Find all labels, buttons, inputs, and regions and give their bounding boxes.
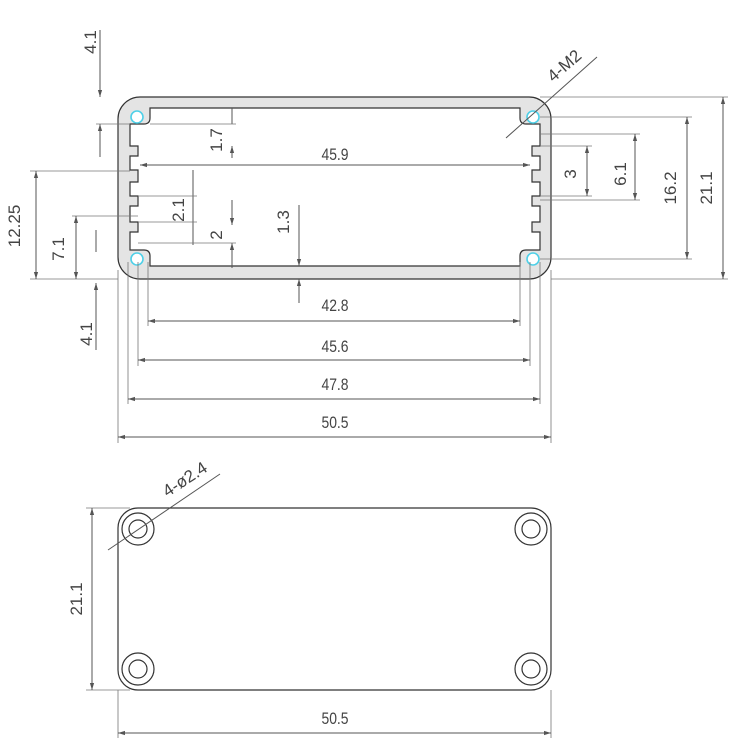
profile-inner-cavity <box>129 107 541 267</box>
thread-hole-top-right <box>526 110 540 124</box>
mount-hole-bottom-right-inner <box>521 659 541 679</box>
dim-top-offset: 4.1 <box>81 30 100 54</box>
mount-hole-top-left-inner <box>128 519 148 539</box>
dim-wall-1-3: 1.3 <box>274 210 293 234</box>
dim-inner-42-8: 42.8 <box>321 297 348 316</box>
dim-bottom-offset: 4.1 <box>77 322 96 346</box>
dim-slot-6-1: 6.1 <box>611 162 630 186</box>
callout-thread-4-m2: 4-M2 <box>544 46 586 86</box>
end-plate-outline <box>117 507 552 691</box>
dim-span-47-8: 47.8 <box>321 376 348 395</box>
dim-height-12-25: 12.25 <box>5 205 24 248</box>
dim-height-21-1: 21.1 <box>697 171 716 204</box>
end-plate <box>117 507 552 691</box>
dim-height-16-2: 16.2 <box>661 171 680 204</box>
dim-slot-1-7: 1.7 <box>207 128 226 152</box>
dim-slot-3: 3 <box>561 169 580 178</box>
dim-width-50-5: 50.5 <box>321 414 348 433</box>
mount-hole-bottom-left-inner <box>128 659 148 679</box>
dim-span-45-6: 45.6 <box>321 338 348 357</box>
profile-dimensions: 4.1 1.7 45.9 2.1 2 1.3 12.25 7.1 <box>5 30 728 443</box>
thread-hole-top-left <box>130 110 144 124</box>
dim-fin-2-1: 2.1 <box>169 198 188 222</box>
callout-hole-4-dia-2-4: 4-ø2.4 <box>159 458 211 501</box>
dim-inner-45-9: 45.9 <box>321 146 348 165</box>
dim-plate-height: 21.1 <box>67 582 86 615</box>
dim-plate-width: 50.5 <box>321 710 348 729</box>
dim-gap-2: 2 <box>207 230 226 239</box>
mount-hole-top-right-inner <box>521 519 541 539</box>
thread-hole-bottom-right <box>526 252 540 266</box>
thread-hole-bottom-left <box>130 252 144 266</box>
dim-height-7-1: 7.1 <box>49 237 68 261</box>
